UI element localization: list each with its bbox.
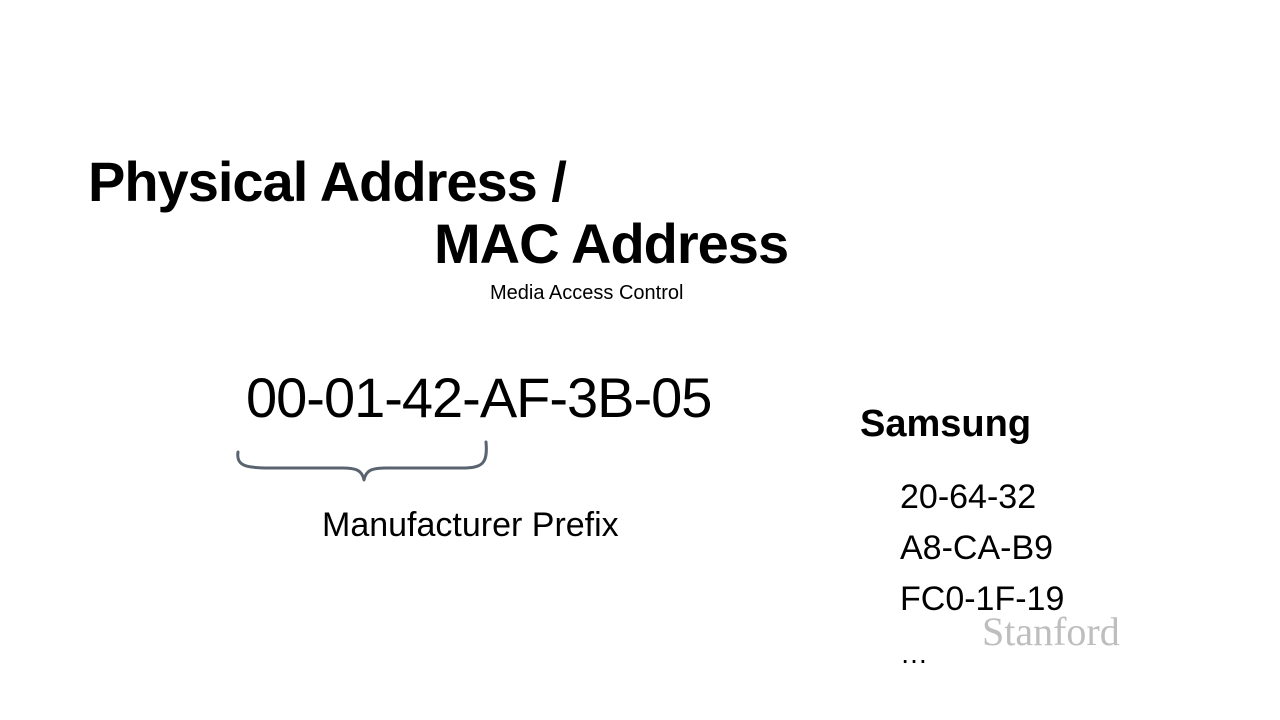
- vendor-prefix-ellipsis: …: [900, 638, 928, 669]
- vendor-prefix-item: FC0-1F-19: [900, 580, 1065, 618]
- vendor-name: Samsung: [860, 403, 1032, 445]
- mac-address-example: 00-01-42-AF-3B-05: [246, 366, 712, 429]
- manufacturer-prefix-label: Manufacturer Prefix: [322, 506, 619, 544]
- stanford-watermark: Stanford: [982, 609, 1120, 654]
- vendor-prefix-item: A8-CA-B9: [900, 529, 1054, 567]
- title-line-1: Physical Address /: [88, 150, 567, 213]
- vendor-prefix-item: 20-64-32: [900, 478, 1037, 516]
- curly-brace-icon: [236, 440, 488, 482]
- subtitle: Media Access Control: [490, 282, 684, 304]
- title-line-2: MAC Address: [434, 212, 789, 275]
